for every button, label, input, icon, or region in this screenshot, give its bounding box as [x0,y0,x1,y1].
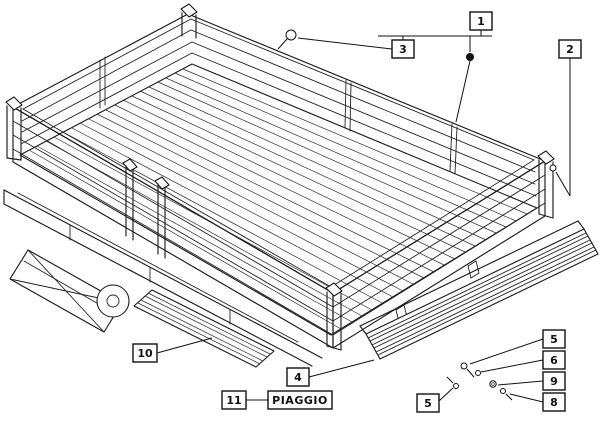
bed-left-wall-slats [20,29,193,145]
callout-4: 4 [286,367,310,387]
callout-9-label: 9 [550,375,558,388]
callout-5-bottom: 5 [416,393,440,413]
cargo-bed [5,3,555,351]
tailgate [359,220,599,360]
small-parts [277,29,557,401]
bed-floor-ribs [28,68,528,330]
callout-10-box [132,343,158,363]
callout-3-box [391,39,415,59]
callout-11-label: 11 [226,394,241,407]
brand-plate-label: PIAGGIO [272,394,328,407]
callouts: 1 2 3 4 5 6 9 8 [132,11,582,413]
chassis-frame [3,189,323,368]
bed-middle-stakes [99,56,458,259]
callout-10-label: 10 [137,347,153,360]
callout-10: 10 [132,343,158,363]
leader-lines [156,30,571,403]
bed-floor [19,63,538,336]
callout-5-bottom-label: 5 [424,397,432,410]
part-knob [277,29,297,50]
part-washer [489,380,497,388]
callout-4-label: 4 [294,371,302,384]
brand-plate-box [267,390,333,410]
callout-8-label: 8 [550,396,558,409]
chassis-support-ramp [133,289,275,368]
callout-5-top-box [542,329,566,349]
callout-5-top: 5 [542,329,566,349]
callout-11: 11 [221,390,247,410]
callout-9-box [542,371,566,391]
callout-5-top-label: 5 [550,333,558,346]
callout-6-label: 6 [550,354,558,367]
callout-1-box [469,11,493,31]
callout-2-box [558,39,582,59]
spare-wheel [96,284,130,318]
callout-3: 3 [391,39,415,59]
part-screw-a [460,362,475,378]
part-marker-dot [466,53,474,61]
part-rim-bolt [549,164,557,172]
brand-plate: PIAGGIO [267,390,333,410]
callout-6: 6 [542,350,566,370]
callout-3-label: 3 [399,43,407,56]
callout-8-box [542,392,566,412]
part-nut [475,370,481,376]
bed-rear-wall-slats [190,29,537,197]
part-screw-b [500,388,513,401]
callout-1: 1 [469,11,493,31]
callout-4-box [286,367,310,387]
bed-corner-posts [5,3,555,351]
callout-2-label: 2 [566,43,574,56]
callout-5-bottom-box [416,393,440,413]
callout-2: 2 [558,39,582,59]
callout-9: 9 [542,371,566,391]
part-screw-c [446,376,459,389]
callout-6-box [542,350,566,370]
callout-8: 8 [542,392,566,412]
callout-11-box [221,390,247,410]
callout-1-label: 1 [477,15,485,28]
